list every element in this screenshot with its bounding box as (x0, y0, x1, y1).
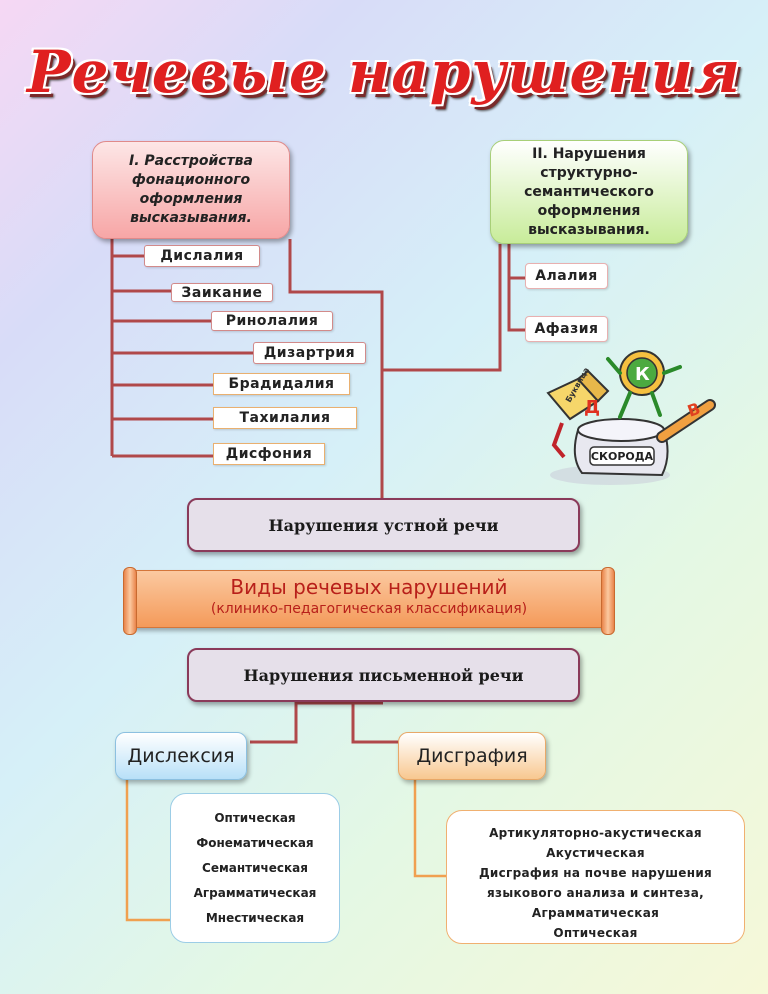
list-item: языкового анализа и синтеза, (487, 886, 704, 900)
scroll-title: Виды речевых нарушений (230, 575, 508, 599)
list-item: Мнестическая (205, 911, 305, 925)
list-item: Аграмматическая (531, 906, 660, 920)
svg-text:Д: Д (584, 397, 600, 418)
list-item: Семантическая (202, 861, 308, 875)
item-dysarthria: Дизартрия (253, 342, 366, 364)
written-speech-disorders-box: Нарушения письменной речи (187, 648, 580, 702)
classification-scroll: Виды речевых нарушений (клинико-педагоги… (123, 567, 615, 635)
clipart-word-skoroda: СКОРОДА (591, 450, 654, 463)
dysgraphia-box: Дисграфия (398, 732, 546, 780)
list-item: Оптическая (553, 926, 638, 940)
item-dyslalia: Дислалия (144, 245, 260, 267)
item-rhinolalia: Ринолалия (211, 311, 333, 331)
oral-speech-disorders-box: Нарушения устной речи (187, 498, 580, 552)
list-item: Оптическая (214, 811, 296, 825)
item-dysphonia: Дисфония (213, 443, 325, 465)
list-item: Артикуляторно-акустическая (489, 826, 702, 840)
dyslexia-types-list: Оптическая Фонематическая Семантическая … (170, 793, 340, 943)
item-stuttering: Заикание (171, 283, 273, 302)
list-item: Аграмматическая (193, 886, 317, 900)
item-aphasia: Афазия (525, 316, 608, 342)
clipart-letters-illustration: СКОРОДА Буквица Д К В (546, 350, 716, 485)
item-alalia: Алалия (525, 263, 608, 289)
list-item: Дисграфия на почве нарушения (478, 866, 713, 880)
list-item: Акустическая (546, 846, 645, 860)
svg-text:К: К (635, 364, 650, 385)
item-tachylalia: Тахилалия (213, 407, 357, 429)
group1-heading: I. Расстройства фонационного оформления … (92, 141, 290, 239)
group2-heading: II. Нарушения структурно-семантического … (490, 140, 688, 244)
dysgraphia-types-list: Артикуляторно-акустическая Акустическая … (446, 810, 745, 944)
dyslexia-box: Дислексия (115, 732, 247, 780)
item-bradylalia: Брадидалия (213, 373, 350, 395)
list-item: Фонематическая (196, 836, 314, 850)
scroll-subtitle: (клинико-педагогическая классификация) (210, 601, 528, 617)
page-title: Речевые нарушения (26, 38, 742, 106)
